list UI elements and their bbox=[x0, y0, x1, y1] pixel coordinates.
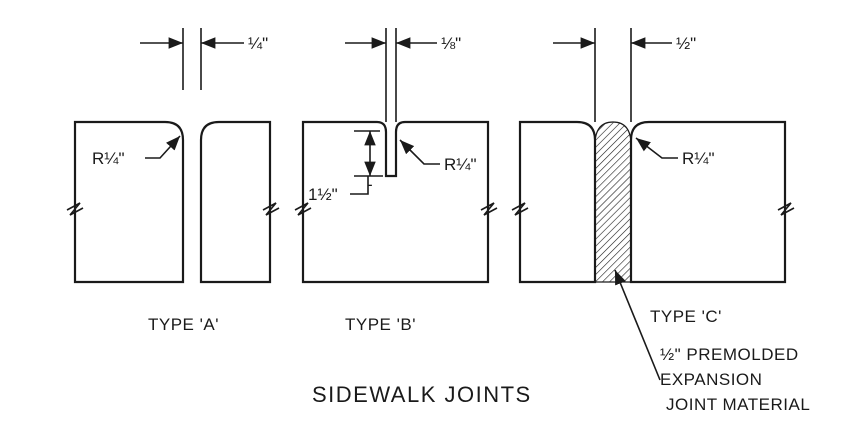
type-b-radius-leader bbox=[399, 139, 440, 165]
type-c-label: TYPE 'C' bbox=[650, 307, 722, 326]
type-c-break-right bbox=[777, 202, 795, 216]
premolded-note-leader bbox=[614, 269, 661, 381]
type-b-depth-mark: - bbox=[367, 175, 373, 194]
joint-type-c: ½" R¼" TYPE 'C' bbox=[511, 28, 795, 381]
type-c-right-slab bbox=[629, 120, 787, 284]
type-a-break-left bbox=[66, 202, 84, 216]
premolded-note-line-3: JOINT MATERIAL bbox=[666, 395, 810, 414]
type-a-radius-label: R¼" bbox=[92, 149, 125, 168]
type-b-depth-label: 1½" bbox=[308, 185, 338, 204]
type-b-break-left bbox=[294, 202, 312, 216]
type-c-left-slab bbox=[518, 120, 597, 284]
type-b-break-right bbox=[480, 202, 498, 216]
joint-type-b: ⅛" - 1½" R¼" TYPE 'B' bbox=[294, 28, 498, 334]
type-c-break-left bbox=[511, 202, 529, 216]
type-b-depth-leader bbox=[350, 176, 369, 195]
type-a-break-right bbox=[262, 202, 280, 216]
type-c-joint-filler bbox=[594, 121, 632, 283]
premolded-note-line-1: ½" PREMOLDED bbox=[660, 345, 799, 364]
type-b-label: TYPE 'B' bbox=[345, 315, 416, 334]
type-b-radius-label: R¼" bbox=[444, 155, 477, 174]
type-a-label: TYPE 'A' bbox=[148, 315, 219, 334]
type-c-radius-leader bbox=[635, 137, 678, 159]
type-c-radius-label: R¼" bbox=[682, 149, 715, 168]
premolded-note-line-2: EXPANSION bbox=[660, 370, 762, 389]
type-a-left-slab bbox=[73, 120, 185, 284]
type-b-slab bbox=[301, 120, 490, 284]
type-c-gap-dim: ½" bbox=[676, 34, 696, 53]
type-a-gap-dim: ¼" bbox=[248, 34, 268, 53]
drawing-title: SIDEWALK JOINTS bbox=[312, 382, 532, 407]
type-a-right-slab bbox=[199, 120, 272, 284]
type-a-radius-leader bbox=[145, 135, 181, 159]
joint-type-a: ¼" R¼" TYPE 'A' bbox=[66, 28, 280, 334]
type-b-gap-dim: ⅛" bbox=[441, 34, 461, 53]
